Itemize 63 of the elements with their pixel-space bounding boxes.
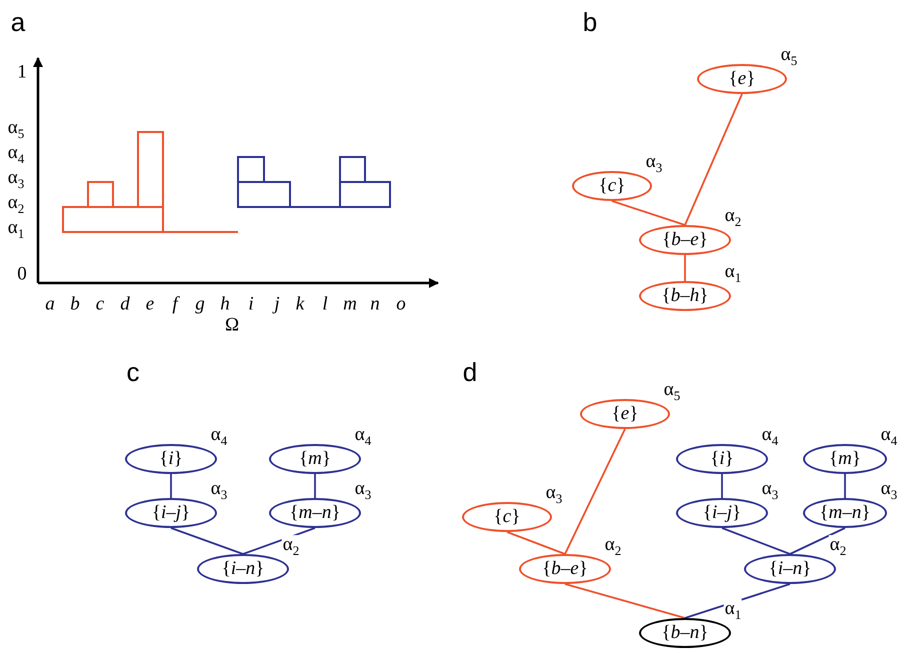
connector-line — [242, 527, 316, 555]
connector-line — [790, 527, 846, 555]
axis-tick-label: f — [172, 294, 178, 314]
axis-tick-label: h — [220, 294, 230, 314]
panel-letter: d — [462, 359, 478, 385]
set-label: {i–j} — [152, 502, 190, 524]
set-label: {m–n} — [290, 502, 340, 524]
axis-tick-label: 1 — [17, 62, 27, 82]
axis-tick-label: i — [248, 294, 254, 314]
axis-tick-label: g — [195, 294, 205, 314]
connector-line — [612, 200, 686, 226]
axis-tick-label: α$_{3}$ — [8, 168, 24, 190]
panel-letter: c — [126, 359, 140, 385]
set-label: {b–e} — [542, 558, 588, 580]
connector-line — [564, 428, 626, 554]
set-label: {c} — [494, 506, 520, 528]
set-label: {i} — [710, 448, 734, 470]
connector-line — [170, 474, 172, 498]
axis-tick-label: b — [70, 294, 80, 314]
axis-tick-label: j — [274, 294, 280, 314]
axis-tick-label: α$_{1}$ — [8, 218, 24, 240]
connector-line — [684, 94, 743, 226]
axis-tick-label: c — [96, 294, 104, 314]
set-label: {i–n} — [768, 558, 812, 580]
set-label: {c} — [598, 175, 626, 197]
panel-letter: a — [10, 9, 26, 35]
axis-tick-label: o — [396, 294, 406, 314]
axis-tick-label: k — [296, 294, 304, 314]
axis-tick-label: a — [45, 294, 55, 314]
connector-line — [684, 583, 790, 619]
axis-tick-label: d — [120, 294, 130, 314]
set-label: {m} — [829, 448, 861, 470]
set-label: {i–j} — [702, 502, 742, 524]
axis-tick-label: α$_{2}$ — [8, 193, 24, 215]
connector-line — [506, 531, 566, 555]
set-label: {b–e} — [662, 229, 708, 251]
axis-tick-label: 0 — [17, 264, 27, 284]
set-label: {b–h} — [662, 285, 708, 307]
set-label: {e} — [728, 68, 756, 90]
axis-tick-label: e — [146, 294, 154, 314]
axis-tick-label: m — [343, 294, 357, 314]
connector-line — [721, 474, 723, 498]
panel-letter: b — [582, 9, 598, 35]
set-label: {m–n} — [820, 502, 870, 524]
connector-line — [564, 583, 686, 619]
set-label: {e} — [612, 403, 638, 425]
set-label: {i–n} — [222, 558, 264, 580]
axis-title: Ω — [224, 316, 240, 334]
axis-tick-label: n — [370, 294, 380, 314]
connector-line — [314, 474, 316, 498]
connector-line — [684, 255, 686, 281]
set-label: {m} — [299, 448, 331, 470]
axis-tick-label: α$_{4}$ — [8, 143, 24, 165]
axis-tick-label: α$_{5}$ — [8, 118, 24, 140]
connector-line — [844, 474, 846, 498]
connector-line — [722, 527, 790, 555]
set-label: {i} — [159, 448, 183, 470]
level-label: α$_{1}$ — [724, 599, 742, 621]
axis-tick-label: l — [322, 294, 328, 314]
set-label: {b–n} — [662, 622, 708, 644]
level-label: α$_{2}$ — [282, 535, 300, 557]
level-label: α$_{2}$ — [828, 535, 848, 557]
connector-line — [170, 527, 244, 555]
